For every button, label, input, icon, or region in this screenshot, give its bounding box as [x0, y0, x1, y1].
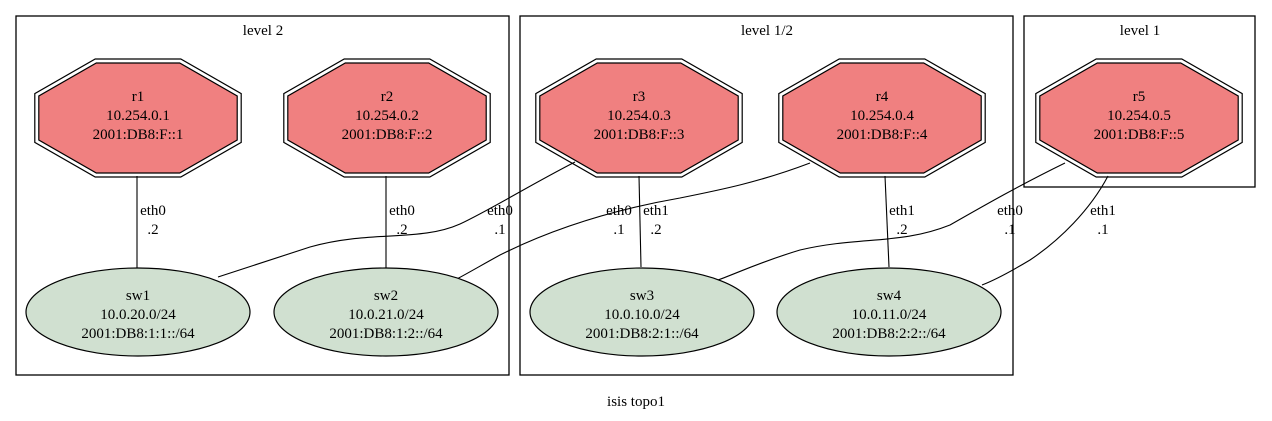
router-ipv6: 2001:DB8:F::2 [342, 127, 433, 143]
cluster-level-1-2: level 1/2 [519, 15, 1014, 376]
router-ipv4: 10.254.0.2 [355, 108, 419, 124]
switch-sw4[interactable]: sw4 10.0.11.0/24 2001:DB8:2:2::/64 [776, 267, 1002, 357]
cluster-box [519, 15, 1014, 376]
link-r3-sw1 [217, 161, 576, 278]
link-labels: eth0 .2 eth0 .2 eth0 .1 eth1 .2 eth0 .1 … [140, 203, 1116, 238]
router-octagon [782, 62, 982, 174]
router-octagon-outer [283, 58, 491, 178]
link-label-r5-sw4-iface: eth1 [1090, 203, 1116, 219]
router-octagon [38, 62, 238, 174]
cluster-label: level 1/2 [741, 23, 793, 39]
link-label-r5-sw3-addr: .1 [1004, 222, 1015, 238]
router-r5[interactable]: r5 10.254.0.5 2001:DB8:F::5 [1035, 58, 1243, 178]
switch-ipv4: 10.0.20.0/24 [100, 307, 176, 323]
switch-ipv4: 10.0.10.0/24 [604, 307, 680, 323]
graph-title: isis topo1 [607, 394, 665, 410]
router-ipv6: 2001:DB8:F::1 [93, 127, 184, 143]
links [136, 161, 1109, 286]
switch-sw1[interactable]: sw1 10.0.20.0/24 2001:DB8:1:1::/64 [25, 267, 251, 357]
router-r1[interactable]: r1 10.254.0.1 2001:DB8:F::1 [34, 58, 242, 178]
router-r4[interactable]: r4 10.254.0.4 2001:DB8:F::4 [778, 58, 986, 178]
switch-ellipse [273, 267, 499, 357]
router-ipv6: 2001:DB8:F::5 [1094, 127, 1185, 143]
switch-ipv6: 2001:DB8:2:1::/64 [585, 326, 699, 342]
cluster-label: level 1 [1120, 23, 1160, 39]
router-octagon-outer [1035, 58, 1243, 178]
link-label-r3-sw1-addr: .1 [494, 222, 505, 238]
link-label-r1-sw1-addr: .2 [147, 222, 158, 238]
switch-sw3[interactable]: sw3 10.0.10.0/24 2001:DB8:2:1::/64 [529, 267, 755, 357]
switch-ellipse [25, 267, 251, 357]
link-r3-sw3 [638, 175, 642, 268]
router-octagon [1039, 62, 1239, 174]
cluster-level-2: level 2 [15, 15, 510, 376]
router-ipv4: 10.254.0.3 [607, 108, 671, 124]
switch-name: sw4 [877, 288, 902, 304]
router-r2[interactable]: r2 10.254.0.2 2001:DB8:F::2 [283, 58, 491, 178]
router-octagon-outer [535, 58, 743, 178]
link-label-r4-sw2-iface: eth0 [606, 203, 632, 219]
router-octagon-outer [34, 58, 242, 178]
router-ipv4: 10.254.0.5 [1107, 108, 1171, 124]
router-name: r5 [1133, 89, 1146, 105]
router-ipv4: 10.254.0.1 [106, 108, 170, 124]
router-octagon-outer [778, 58, 986, 178]
link-r5-sw4 [981, 175, 1109, 286]
router-name: r4 [876, 89, 889, 105]
link-label-r2-sw2-iface: eth0 [389, 203, 415, 219]
router-ipv4: 10.254.0.4 [850, 108, 914, 124]
router-ipv6: 2001:DB8:F::4 [837, 127, 928, 143]
link-label-r3-sw3-iface: eth1 [643, 203, 669, 219]
cluster-level-1: level 1 [1023, 15, 1256, 188]
switch-ipv6: 2001:DB8:2:2::/64 [832, 326, 946, 342]
router-r3[interactable]: r3 10.254.0.3 2001:DB8:F::3 [535, 58, 743, 178]
router-octagon [539, 62, 739, 174]
router-name: r1 [132, 89, 145, 105]
switch-ellipse [529, 267, 755, 357]
router-name: r3 [633, 89, 646, 105]
link-label-r1-sw1-iface: eth0 [140, 203, 166, 219]
router-name: r2 [381, 89, 394, 105]
cluster-label: level 2 [243, 23, 283, 39]
switch-name: sw3 [630, 288, 654, 304]
router-ipv6: 2001:DB8:F::3 [594, 127, 685, 143]
link-r5-sw3 [717, 162, 1066, 281]
link-label-r4-sw4-iface: eth1 [889, 203, 915, 219]
router-octagon [287, 62, 487, 174]
cluster-box [15, 15, 510, 376]
link-label-r3-sw3-addr: .2 [650, 222, 661, 238]
link-label-r5-sw3-iface: eth0 [997, 203, 1023, 219]
switch-ellipse [776, 267, 1002, 357]
link-label-r4-sw4-addr: .2 [896, 222, 907, 238]
link-label-r5-sw4-addr: .1 [1097, 222, 1108, 238]
switch-ipv4: 10.0.11.0/24 [852, 307, 927, 323]
switch-ipv6: 2001:DB8:1:2::/64 [329, 326, 443, 342]
switch-name: sw1 [126, 288, 150, 304]
switch-ipv6: 2001:DB8:1:1::/64 [81, 326, 195, 342]
cluster-box [1023, 15, 1256, 188]
switch-sw2[interactable]: sw2 10.0.21.0/24 2001:DB8:1:2::/64 [273, 267, 499, 357]
link-label-r3-sw1-iface: eth0 [487, 203, 513, 219]
link-r4-sw2 [454, 162, 811, 281]
link-label-r4-sw2-addr: .1 [613, 222, 624, 238]
link-label-r2-sw2-addr: .2 [396, 222, 407, 238]
switch-ipv4: 10.0.21.0/24 [348, 307, 424, 323]
switch-name: sw2 [374, 288, 398, 304]
link-r4-sw4 [884, 175, 890, 268]
